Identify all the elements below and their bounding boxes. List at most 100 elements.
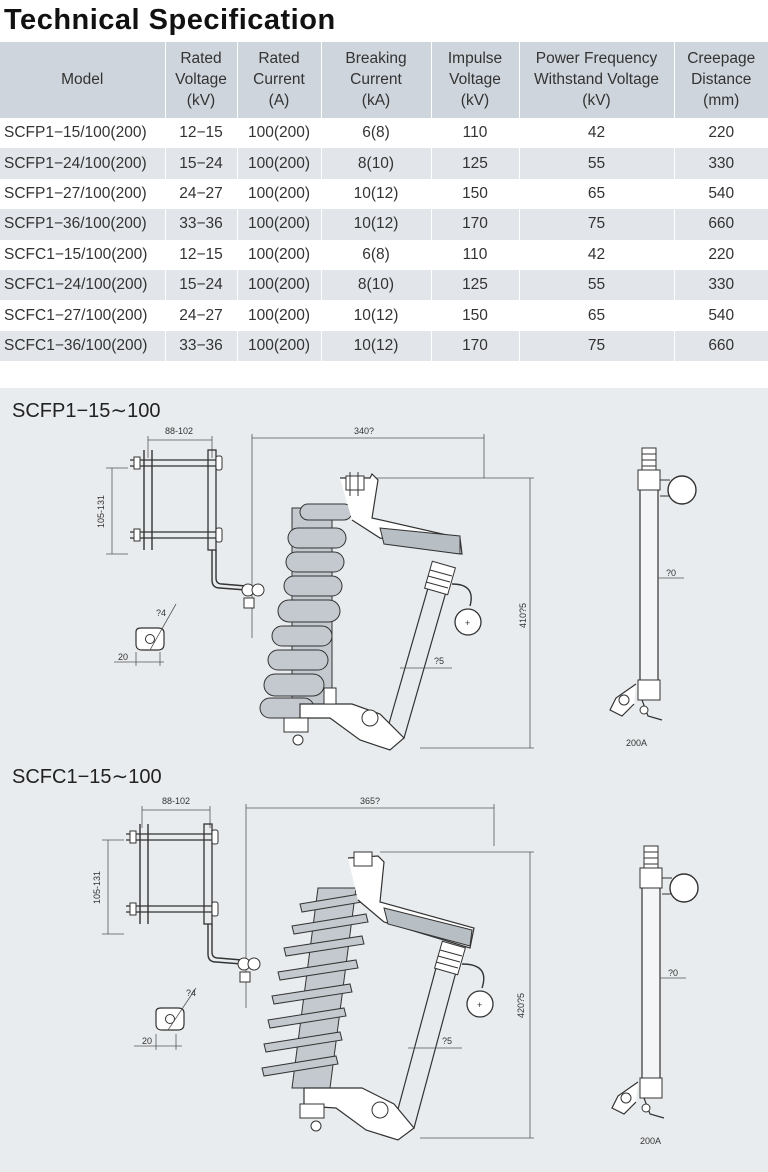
cell-rated-current: 100(200) [236,209,321,240]
cell-model: SCFC1−24/100(200) [0,269,165,301]
cell-rated-voltage: 24−27 [164,300,237,331]
cell-impulse-voltage: 170 [430,209,519,240]
table-row: SCFC1−27/100(200) 24−27 100(200) 10(12) … [0,300,768,331]
side-view-label: 200A [640,1136,661,1146]
cell-breaking-current: 10(12) [320,209,431,240]
cell-rated-current: 100(200) [236,330,321,362]
cell-creepage: 330 [673,148,768,179]
cell-creepage: 220 [673,117,768,149]
dim-hole: ?4 [186,988,196,998]
cell-rated-voltage: 15−24 [164,269,237,301]
page-title: Technical Specification [4,4,336,36]
cell-creepage: 660 [673,330,768,362]
table-row: SCFP1−36/100(200) 33−36 100(200) 10(12) … [0,209,768,240]
cell-power-frequency: 55 [518,269,674,301]
cell-breaking-current: 10(12) [320,300,431,331]
dim-clip: 20 [142,1036,152,1046]
cell-power-frequency: 65 [518,178,674,210]
cell-rated-voltage: 33−36 [164,330,237,362]
cell-creepage: 330 [673,269,768,301]
header-model: Model [0,42,165,118]
cell-impulse-voltage: 150 [430,300,519,331]
dim-bracket-width: 88-102 [162,796,190,806]
dim-height: 420?5 [516,993,526,1018]
fuse-tube: + ?5 [393,940,494,1129]
table-row: SCFP1−24/100(200) 15−24 100(200) 8(10) 1… [0,148,768,179]
dim-length: 365? [360,796,380,806]
cell-model: SCFC1−27/100(200) [0,300,165,331]
dim-clip: 20 [118,652,128,662]
cell-rated-current: 100(200) [236,178,321,210]
cell-breaking-current: 8(10) [320,148,431,179]
table-row: SCFC1−15/100(200) 12−15 100(200) 6(8) 11… [0,239,768,270]
cell-rated-voltage: 33−36 [164,209,237,240]
table-row: SCFC1−36/100(200) 33−36 100(200) 10(12) … [0,330,768,362]
drawing1-title: SCFP1−15∼100 [12,400,161,422]
cell-rated-voltage: 12−15 [164,239,237,270]
cell-rated-voltage: 15−24 [164,148,237,179]
dim-bolt-spacing: 105-131 [96,495,106,528]
cell-power-frequency: 65 [518,300,674,331]
drawing1: 88-102 105-131 340? 410?5 ?4 20 [96,426,697,751]
cell-model: SCFP1−36/100(200) [0,209,165,240]
technical-drawings: 88-102 105-131 340? 410?5 ?4 20 [92,426,699,1146]
porcelain-insulator [259,503,353,719]
cell-rated-voltage: 12−15 [164,117,237,149]
cell-model: SCFP1−15/100(200) [0,117,165,149]
drawing2-title: SCFC1−15∼100 [12,766,162,788]
cell-power-frequency: 75 [518,330,674,362]
cell-breaking-current: 10(12) [320,330,431,362]
fuse-tube: + ?5 [385,560,482,739]
dim-bolt-spacing: 105-131 [92,871,102,904]
cell-impulse-voltage: 110 [430,239,519,270]
cell-model: SCFP1−24/100(200) [0,148,165,179]
drawing2: 88-102 105-131 365? 420?5 ?4 20 [92,796,699,1146]
cell-breaking-current: 10(12) [320,178,431,210]
dim-tube: ?5 [434,656,444,666]
cell-model: SCFP1−27/100(200) [0,178,165,210]
dim-bracket-width: 88-102 [165,426,193,436]
cell-model: SCFC1−15/100(200) [0,239,165,270]
cell-power-frequency: 42 [518,239,674,270]
cell-impulse-voltage: 110 [430,117,519,149]
cell-rated-current: 100(200) [236,148,321,179]
dim-side-tube: ?0 [666,568,676,578]
dim-length: 340? [354,426,374,436]
cell-power-frequency: 75 [518,209,674,240]
drawings-panel: SCFP1−15∼100 SCFC1−15∼100 [0,388,768,1172]
cell-power-frequency: 55 [518,148,674,179]
dim-height: 410?5 [518,603,528,628]
table-row: SCFP1−27/100(200) 24−27 100(200) 10(12) … [0,178,768,210]
cell-impulse-voltage: 125 [430,148,519,179]
cell-creepage: 220 [673,239,768,270]
cell-impulse-voltage: 125 [430,269,519,301]
table-row: SCFP1−15/100(200) 12−15 100(200) 6(8) 11… [0,117,768,149]
cell-creepage: 540 [673,300,768,331]
dim-tube: ?5 [442,1036,452,1046]
dim-side-tube: ?0 [668,968,678,978]
cell-breaking-current: 6(8) [320,117,431,149]
cell-rated-current: 100(200) [236,269,321,301]
svg-text:+: + [465,618,470,628]
svg-text:+: + [477,1000,482,1010]
cell-breaking-current: 8(10) [320,269,431,301]
cell-impulse-voltage: 170 [430,330,519,362]
table-row: SCFC1−24/100(200) 15−24 100(200) 8(10) 1… [0,269,768,301]
cell-rated-current: 100(200) [236,300,321,331]
cell-rated-voltage: 24−27 [164,178,237,210]
cell-rated-current: 100(200) [236,117,321,149]
cell-creepage: 660 [673,209,768,240]
cell-impulse-voltage: 150 [430,178,519,210]
cell-breaking-current: 6(8) [320,239,431,270]
dim-hole: ?4 [156,608,166,618]
cell-power-frequency: 42 [518,117,674,149]
cell-creepage: 540 [673,178,768,210]
cell-rated-current: 100(200) [236,239,321,270]
